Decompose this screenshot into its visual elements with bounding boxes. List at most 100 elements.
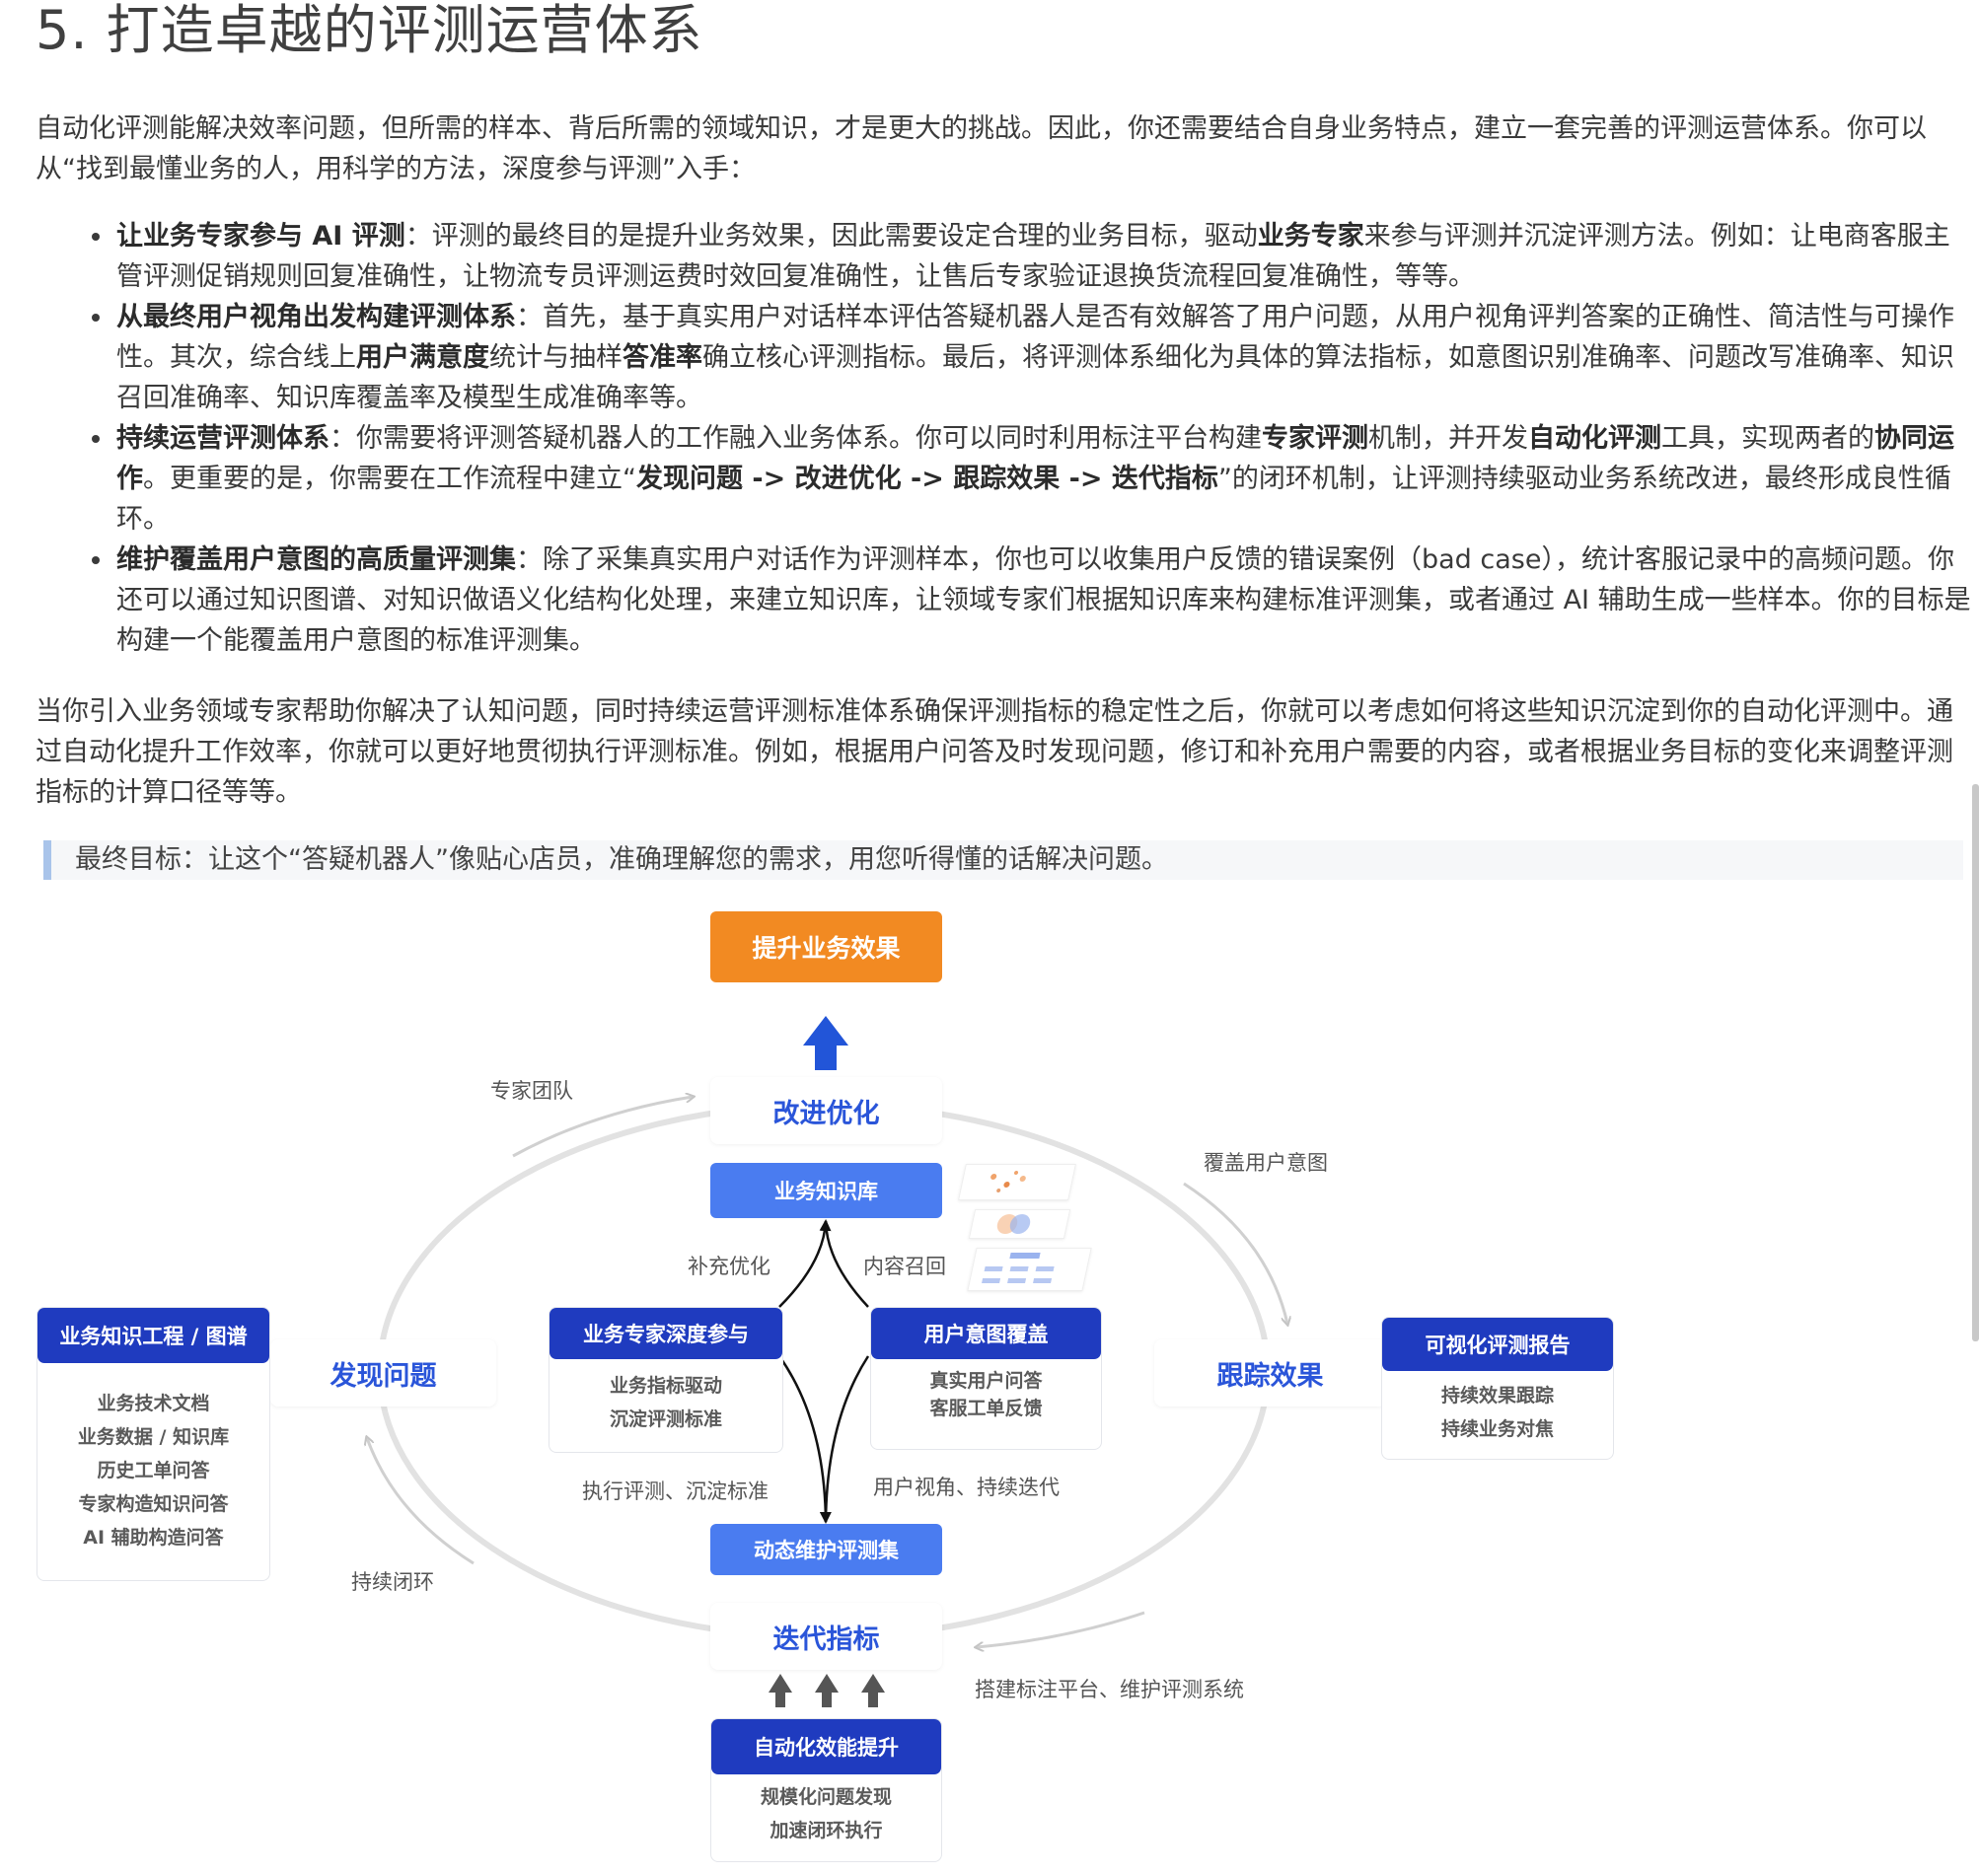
expert-card: 业务专家深度参与 业务指标驱动 沉淀评测标准 — [549, 1307, 783, 1453]
semantic-thumbnail — [968, 1209, 1071, 1239]
arrow-platform — [977, 1611, 1145, 1647]
discover-box: 发现问题 — [270, 1339, 496, 1407]
bullet-emphasis: 协同运作 — [116, 423, 1954, 494]
report-card: 可视化评测报告 持续效果跟踪 持续业务对焦 — [1381, 1317, 1614, 1460]
venn-icon — [996, 1214, 1031, 1234]
card-item: 业务指标驱动 — [609, 1375, 722, 1397]
bullet-emphasis: 业务专家 — [1257, 221, 1364, 252]
card-item: 客服工单反馈 — [929, 1398, 1043, 1419]
knowledge-base-box: 业务知识库 — [710, 1163, 942, 1218]
arrow-expert-team — [512, 1097, 693, 1158]
card-item: 历史工单问答 — [97, 1460, 210, 1481]
arrow-continuous-loop — [367, 1438, 475, 1565]
graph-dots-icon — [990, 1171, 1026, 1192]
card-item: 持续业务对焦 — [1440, 1418, 1554, 1440]
bullet-text: ：评测的最终目的是提升业务效果，因此需要设定合理的业务目标，驱动 — [404, 221, 1258, 252]
card-item: 沉淀评测标准 — [609, 1408, 722, 1430]
automation-card: 自动化效能提升 规模化问题发现 加速闭环执行 — [710, 1718, 942, 1862]
card-item: 持续效果跟踪 — [1440, 1385, 1554, 1407]
bullet-text: 。更重要的是，你需要在工作流程中建立“ — [143, 464, 636, 494]
card-item: 专家构造知识问答 — [78, 1493, 229, 1515]
knowledge-graph-thumbnail — [958, 1164, 1076, 1200]
card-title: 业务专家深度参与 — [550, 1308, 782, 1359]
bullet-text: ”的闭环机制，让评测持续驱动业务系统改进，最终形成良性循环。 — [116, 464, 1951, 535]
bullet-emphasis: 用户满意度 — [356, 342, 489, 373]
bullet-text: ：首先，基于真实用户对话样本评估答疑机器人是否有效解答了用户问题，从用户视角评判… — [116, 302, 1954, 373]
knowledge-engineering-card: 业务知识工程 / 图谱 业务技术文档 业务数据 / 知识库 历史工单问答 专家构… — [37, 1307, 270, 1581]
iterate-arrow-1 — [769, 1674, 792, 1707]
bullet-text: 工具，实现两者的 — [1661, 423, 1874, 454]
card-items: 真实用户问答 客服工单反馈 — [871, 1367, 1101, 1422]
label-continuous-loop: 持续闭环 — [351, 1570, 434, 1594]
label-expert-team: 专家团队 — [490, 1079, 573, 1103]
intro-paragraph: 自动化评测能解决效率问题，但所需的样本、背后所需的领域知识，才是更大的挑战。因此… — [36, 113, 1927, 184]
label-user-view: 用户视角、持续迭代 — [873, 1476, 1060, 1499]
card-title: 可视化评测报告 — [1382, 1318, 1613, 1371]
iterate-arrow-2 — [815, 1674, 839, 1707]
card-title: 用户意图覆盖 — [871, 1308, 1101, 1359]
bullet-emphasis: 自动化评测 — [1528, 423, 1661, 454]
bullet-text: ：你需要将评测答疑机器人的工作融入业务体系。你可以同时利用标注平台构建 — [330, 423, 1262, 454]
eval-set-box: 动态维护评测集 — [710, 1524, 942, 1575]
label-execute: 执行评测、沉淀标准 — [582, 1479, 769, 1503]
bullet-text: ：除了采集真实用户对话作为评测样本，你也可以收集用户反馈的错误案例（bad ca… — [116, 544, 1971, 656]
iterate-box: 迭代指标 — [710, 1603, 942, 1670]
card-items: 规模化问题发现 加速闭环执行 — [711, 1780, 941, 1847]
curve-intent-up — [824, 1220, 869, 1308]
bullet-text: 统计与抽样 — [489, 342, 623, 373]
list-item: 从最终用户视角出发构建评测体系：首先，基于真实用户对话样本评估答疑机器人是否有效… — [36, 297, 1974, 418]
track-box: 跟踪效果 — [1154, 1339, 1386, 1407]
structure-thumbnail — [967, 1248, 1092, 1291]
bullet-title: 从最终用户视角出发构建评测体系 — [116, 302, 516, 332]
arrow-cover-intent — [1183, 1182, 1287, 1324]
curve-intent-down — [824, 1355, 870, 1523]
bullet-emphasis: 发现问题 -> 改进优化 -> 跟踪效果 -> 迭代指标 — [636, 464, 1218, 494]
bullet-dot — [92, 435, 100, 443]
list-item: 持续运营评测体系：你需要将评测答疑机器人的工作融入业务体系。你可以同时利用标注平… — [36, 418, 1974, 540]
goal-box: 提升业务效果 — [710, 911, 942, 982]
card-title: 自动化效能提升 — [711, 1719, 941, 1774]
card-items: 持续效果跟踪 持续业务对焦 — [1382, 1379, 1613, 1446]
list-item: 维护覆盖用户意图的高质量评测集：除了采集真实用户对话作为评测样本，你也可以收集用… — [36, 540, 1974, 661]
bullet-emphasis: 专家评测 — [1262, 423, 1368, 454]
label-recall: 内容召回 — [863, 1255, 946, 1278]
outro-paragraph: 当你引入业务领域专家帮助你解决了认知问题，同时持续运营评测标准体系确保评测指标的… — [36, 696, 1953, 808]
card-title: 业务知识工程 / 图谱 — [37, 1308, 269, 1363]
card-item: 真实用户问答 — [929, 1370, 1043, 1392]
tree-icon — [982, 1253, 1055, 1283]
blockquote-bar — [43, 840, 51, 880]
section-heading: 5. 打造卓越的评测运营体系 — [36, 0, 703, 61]
label-cover-intent: 覆盖用户意图 — [1204, 1151, 1328, 1175]
bullet-title: 持续运营评测体系 — [116, 423, 330, 454]
blockquote-text: 最终目标：让这个“答疑机器人”像贴心店员，准确理解您的需求，用您听得懂的话解决问… — [75, 844, 1168, 875]
bullet-list: 让业务专家参与 AI 评测：评测的最终目的是提升业务效果，因此需要设定合理的业务… — [36, 216, 1974, 661]
card-items: 业务技术文档 业务数据 / 知识库 历史工单问答 专家构造知识问答 AI 辅助构… — [37, 1387, 269, 1554]
bullet-dot — [92, 233, 100, 241]
bullet-emphasis: 答准率 — [623, 342, 702, 373]
bullet-dot — [92, 314, 100, 322]
card-item: AI 辅助构造问答 — [83, 1527, 224, 1549]
curve-expert-down — [777, 1355, 832, 1524]
blockquote: 最终目标：让这个“答疑机器人”像贴心店员，准确理解您的需求，用您听得懂的话解决问… — [43, 840, 1963, 880]
card-items: 业务指标驱动 沉淀评测标准 — [550, 1369, 782, 1436]
goal-arrow — [803, 1016, 848, 1070]
label-platform: 搭建标注平台、维护评测系统 — [975, 1678, 1244, 1701]
card-item: 加速闭环执行 — [770, 1820, 883, 1841]
curve-expert-up — [778, 1219, 832, 1308]
bullet-title: 让业务专家参与 AI 评测 — [116, 221, 405, 252]
card-item: 业务数据 / 知识库 — [77, 1426, 230, 1448]
bullet-text: 确立核心评测指标。最后，将评测体系细化为具体的算法指标，如意图识别准确率、问题改… — [116, 342, 1954, 413]
card-item: 业务技术文档 — [97, 1393, 210, 1414]
improve-box: 改进优化 — [710, 1077, 942, 1144]
label-supplement: 补充优化 — [688, 1255, 770, 1278]
card-item: 规模化问题发现 — [760, 1786, 892, 1808]
iterate-arrow-3 — [861, 1674, 885, 1707]
bullet-text: 机制，并开发 — [1368, 423, 1528, 454]
bullet-dot — [92, 556, 100, 564]
bullet-text: 来参与评测并沉淀评测方法。例如：让电商客服主管评测促销规则回复准确性，让物流专员… — [116, 221, 1950, 292]
list-item: 让业务专家参与 AI 评测：评测的最终目的是提升业务效果，因此需要设定合理的业务… — [36, 216, 1974, 297]
intent-card: 用户意图覆盖 真实用户问答 客服工单反馈 — [870, 1307, 1102, 1450]
scrollbar[interactable] — [1972, 784, 1979, 1341]
bullet-title: 维护覆盖用户意图的高质量评测集 — [116, 544, 516, 575]
